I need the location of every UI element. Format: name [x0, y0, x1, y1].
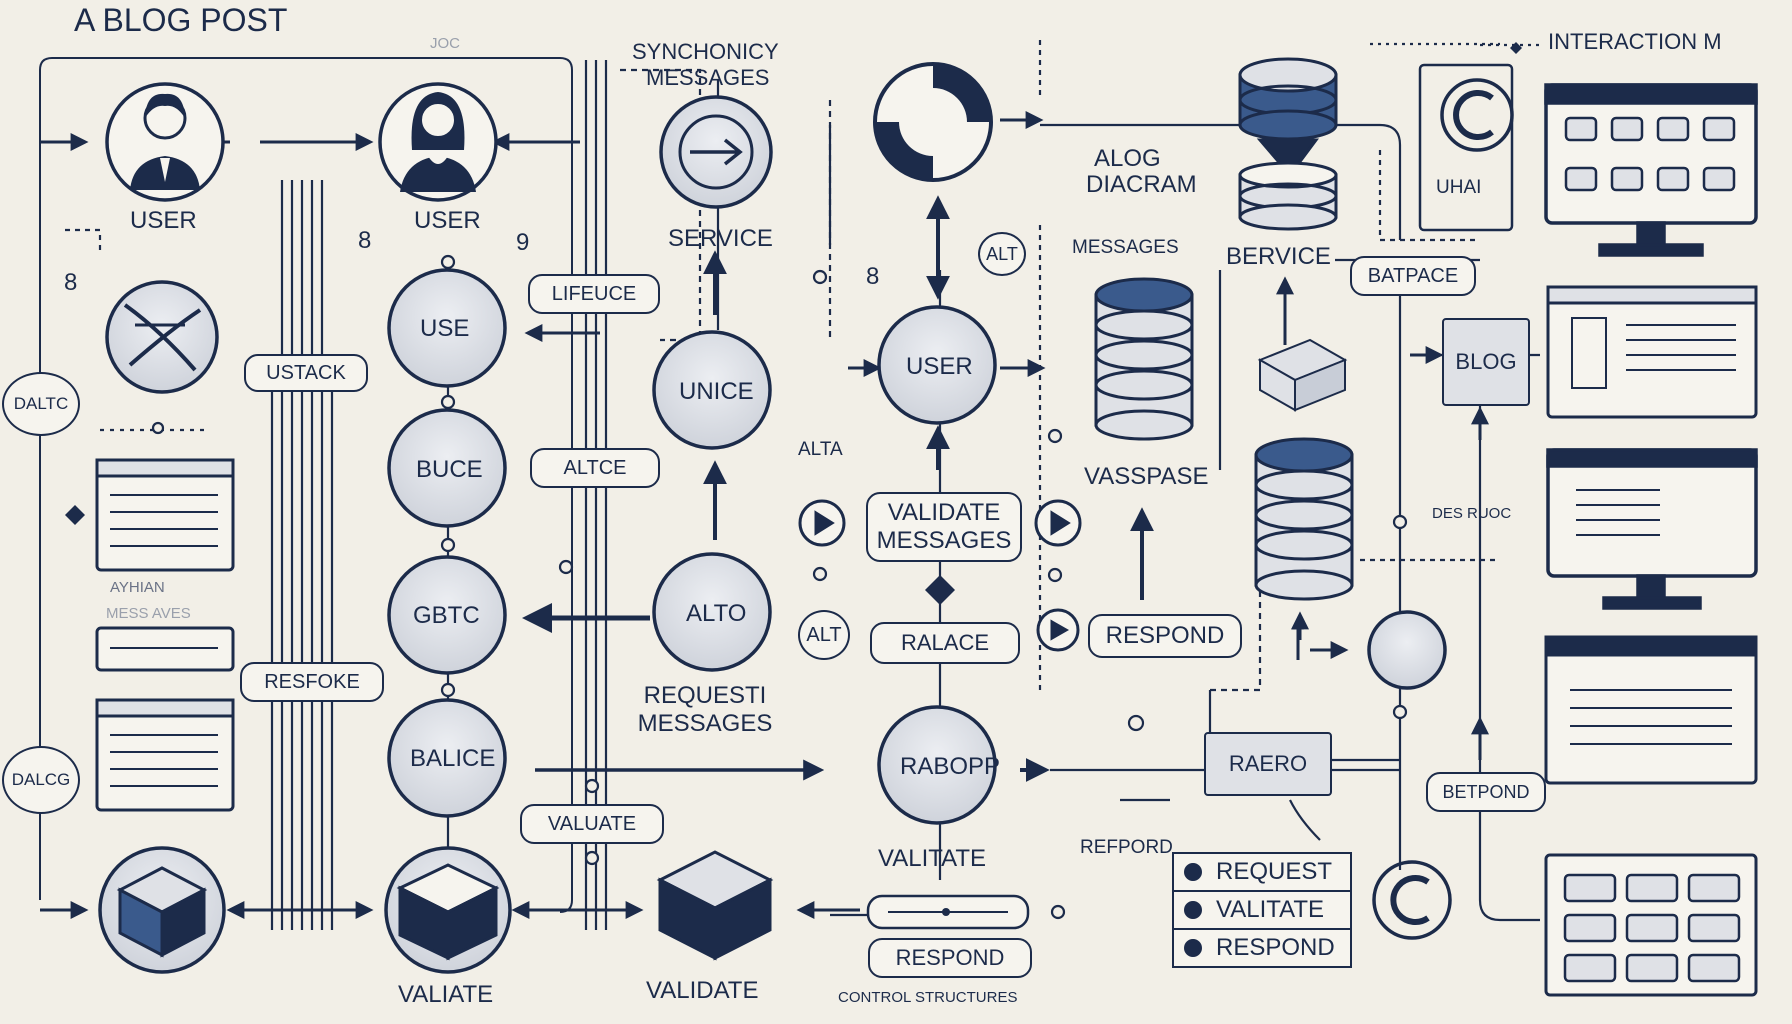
request-messages-line1: REQUESTI — [643, 682, 767, 709]
tag-respond-bottom: RESPOND — [868, 938, 1032, 978]
node-buce: BUCE — [416, 456, 483, 483]
node-alto: ALTO — [686, 600, 747, 627]
des-ruoc-label: DES RUOC — [1432, 505, 1512, 522]
tag-batpace: BATPACE — [1350, 256, 1476, 296]
validate-bottom-label: VALIDATE — [646, 977, 759, 1004]
grid-window-icon — [1544, 853, 1758, 997]
list-item: VALITATE — [1174, 892, 1350, 930]
list-item-label: RESPOND — [1216, 934, 1335, 961]
user-label-2: USER — [414, 207, 481, 234]
package-icon — [1257, 338, 1348, 412]
vasspase-label: VASSPASE — [1084, 463, 1209, 490]
tag-resfoke: RESFOKE — [240, 662, 384, 702]
ghost-label: JOC — [430, 35, 460, 52]
node-balice: BALICE — [410, 745, 496, 772]
browser-window-icon-1 — [1546, 285, 1758, 419]
list-item-label: VALITATE — [1216, 896, 1325, 923]
tag-alt-circle: ALT — [798, 610, 850, 660]
num-9: 9 — [516, 229, 530, 256]
list-item: RESPOND — [1174, 930, 1350, 966]
service-label: SERVICE — [668, 225, 773, 252]
validate-messages-line1: VALIDATE — [887, 499, 1001, 526]
page-title: A BLOG POST — [74, 2, 288, 38]
tag-validate-messages: VALIDATE MESSAGES — [866, 492, 1022, 562]
num-8-b: 8 — [64, 269, 78, 296]
ayhian-label: AYHIAN — [110, 579, 165, 596]
bullet-icon — [1184, 863, 1202, 881]
request-messages-label: REQUESTI MESSAGES — [632, 678, 778, 742]
browser-window-icon-2 — [1544, 635, 1758, 785]
tag-respond-mid: RESPOND — [1088, 614, 1242, 658]
bullet-icon — [1184, 901, 1202, 919]
request-validate-respond-list: REQUEST VALITATE RESPOND — [1172, 852, 1352, 968]
database-icon-top — [1238, 57, 1338, 231]
tag-ralace: RALACE — [870, 622, 1020, 664]
window-icon-3 — [95, 698, 235, 812]
interaction-label: INTERACTION M — [1548, 29, 1722, 54]
validate-messages-line2: MESSAGES — [876, 527, 1012, 554]
crossed-node — [105, 280, 219, 394]
database-icon-mid — [1094, 277, 1194, 441]
monitor-icon-1 — [1544, 83, 1758, 257]
bullet-icon — [1184, 939, 1202, 957]
uhai-panel — [1418, 63, 1514, 232]
tag-daltc: DALTC — [2, 372, 80, 436]
cube-icon-1 — [116, 866, 208, 958]
tag-valuate: VALUATE — [520, 804, 664, 844]
pie-icon — [873, 62, 993, 182]
window-icon-1 — [95, 458, 235, 572]
window-icon-2 — [95, 626, 235, 672]
node-use: USE — [420, 315, 470, 342]
node-rabopp: RABOPP — [900, 753, 1001, 780]
valiate-bottom-label: VALIATE — [398, 981, 494, 1008]
actor-user-1 — [105, 82, 225, 202]
refpord-label: REFPORD — [1080, 837, 1173, 858]
monitor-icon-2 — [1546, 448, 1758, 610]
tag-blog: BLOG — [1442, 318, 1530, 406]
cube-icon-2 — [396, 863, 500, 961]
messages-small-label: MESSAGES — [1072, 237, 1179, 258]
tag-altce: ALTCE — [530, 448, 660, 488]
node-user-mid: USER — [906, 353, 973, 380]
tag-betpond: BETPOND — [1426, 772, 1546, 812]
scribble-label: MESS AVES — [106, 605, 191, 622]
num-8-c: 8 — [866, 263, 880, 290]
tag-ustack: USTACK — [244, 354, 368, 392]
user-label-1: USER — [130, 207, 197, 234]
num-8-a: 8 — [358, 227, 372, 254]
alog-diagram-line1: ALOG — [1094, 145, 1161, 172]
list-item-label: REQUEST — [1216, 858, 1333, 885]
request-messages-line2: MESSAGES — [637, 710, 773, 737]
cube-icon-3 — [656, 850, 774, 961]
tag-lifeuce: LIFEUCE — [528, 274, 660, 314]
service-label-2: BERVICE — [1226, 243, 1331, 270]
node-unice: UNICE — [679, 378, 754, 405]
control-structures-label: CONTROL STRUCTURES — [838, 989, 1018, 1006]
uhai-label: UHAI — [1436, 177, 1482, 198]
tag-raero: RAERO — [1204, 732, 1332, 796]
sync-label-line1: SYNCHONICY — [632, 39, 779, 64]
list-item: REQUEST — [1174, 854, 1350, 892]
alog-diagram-line2: DIACRAM — [1086, 171, 1197, 198]
actor-user-2 — [378, 82, 498, 202]
tag-alt-circle-2: ALT — [978, 232, 1026, 276]
node-gbtc: GBTC — [413, 602, 480, 629]
database-icon-low — [1254, 437, 1354, 601]
alta-label: ALTA — [798, 439, 843, 460]
service-icon — [659, 95, 773, 209]
tag-dalcg: DALCG — [2, 746, 80, 814]
sync-label-line2: MESSAGES — [646, 65, 770, 90]
valitate-mid-label: VALITATE — [878, 845, 987, 872]
